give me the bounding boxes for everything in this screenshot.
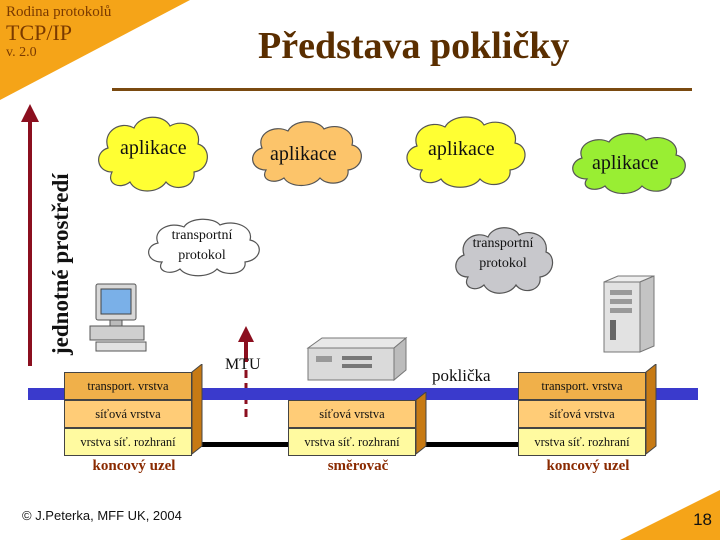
slide-title: Představa pokličky [258, 25, 570, 67]
cloud-app-4 [572, 132, 686, 195]
node-left-depth [191, 364, 203, 456]
link-left-router [200, 442, 290, 447]
node-left-transport-layer: transport. vrstva [64, 372, 192, 400]
link-router-right [420, 442, 520, 447]
header-version: v. 2.0 [6, 45, 37, 60]
node-right-caption: koncový uzel [546, 458, 630, 474]
router-caption: směrovač [327, 458, 389, 474]
cloud-app-2 [252, 121, 362, 187]
corner-decoration-bottom-right [620, 490, 720, 540]
cloud-transport-2 [455, 227, 554, 294]
cloud-app-4-label: aplikace [592, 152, 659, 174]
node-right-interface-layer: vrstva síť. rozhraní [518, 428, 646, 456]
node-left-interface-layer: vrstva síť. rozhraní [64, 428, 192, 456]
lid-label: poklička [432, 366, 491, 385]
node-left-network-layer: síťová vrstva [64, 400, 192, 428]
cloud-transport-1-label: transportní protokol [171, 228, 233, 263]
node-right-depth [645, 364, 657, 456]
cloud-app-3 [406, 116, 526, 188]
mtu-arrow [238, 326, 254, 422]
mtu-label: MTU [225, 356, 261, 373]
cloud-app-2-label: aplikace [270, 143, 337, 165]
node-right-network-layer: síťová vrstva [518, 400, 646, 428]
corner-decoration-top-left [0, 0, 190, 100]
computer-icon [89, 283, 147, 352]
router-network-layer: síťová vrstva [288, 400, 416, 428]
router-interface-layer: vrstva síť. rozhraní [288, 428, 416, 456]
vertical-label: jednotné prostředí [48, 173, 73, 355]
router-icon [306, 336, 408, 382]
header-series: Rodina protokolů [6, 4, 112, 20]
node-left-caption: koncový uzel [92, 458, 176, 474]
cloud-app-3-label: aplikace [428, 138, 495, 160]
vertical-arrow [21, 104, 39, 366]
cloud-transport-2-label: transportní protokol [472, 236, 534, 271]
cloud-transport-1 [148, 218, 260, 277]
header-topic: TCP/IP [6, 20, 73, 45]
node-router-depth [415, 392, 427, 456]
node-right-transport-layer: transport. vrstva [518, 372, 646, 400]
server-icon [603, 275, 655, 353]
footer-copyright: © J.Peterka, MFF UK, 2004 [22, 508, 182, 523]
page-number: 18 [693, 510, 712, 529]
title-rule [112, 88, 692, 91]
cloud-app-1-label: aplikace [120, 137, 187, 159]
cloud-app-1 [98, 116, 208, 192]
